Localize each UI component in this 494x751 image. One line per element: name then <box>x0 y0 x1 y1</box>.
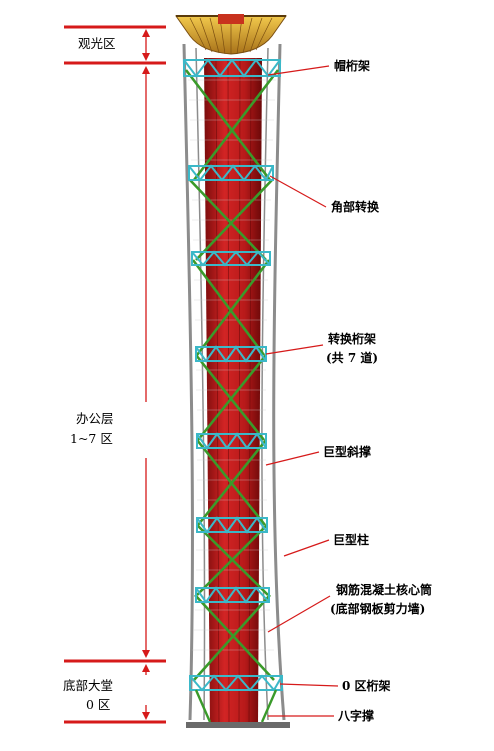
zone-label-lobby-line1: 底部大堂 <box>63 678 113 693</box>
zone0-truss <box>189 674 283 692</box>
callout-core-tube-line1: 钢筋混凝土核心筒 <box>336 582 432 597</box>
chevron-brace <box>194 689 278 723</box>
tower <box>175 14 290 728</box>
callout-transfer-truss-line2: (共 7 道) <box>326 350 378 365</box>
transfer-truss-5 <box>196 516 268 534</box>
callout-hat-truss: 帽桁架 <box>334 58 370 73</box>
mega-braces <box>184 69 280 681</box>
callout-mega-brace: 巨型斜撑 <box>323 444 371 459</box>
callout-zone0-truss: 0 区桁架 <box>342 678 391 693</box>
tower-base <box>186 722 290 728</box>
dimension-lines <box>64 25 166 724</box>
callout-core-tube-line2: (底部钢板剪力墙) <box>330 601 425 616</box>
callout-transfer-truss-line1: 转换桁架 <box>328 331 376 346</box>
transfer-truss-2 <box>191 250 271 267</box>
core-tube <box>204 58 262 725</box>
transfer-truss-6 <box>195 586 270 604</box>
zone-label-lobby-line2: 0 区 <box>86 697 110 712</box>
transfer-truss-4 <box>196 432 267 450</box>
zone-label-office-line2: 1~7 区 <box>70 431 113 446</box>
callout-chevron-brace: 八字撑 <box>337 708 374 723</box>
dimension-arrowheads <box>142 29 150 720</box>
callout-mega-column: 巨型柱 <box>333 532 369 547</box>
mega-columns <box>182 43 286 721</box>
zone-label-observation: 观光区 <box>78 36 116 51</box>
callout-leaders <box>265 65 339 717</box>
transfer-trusses <box>183 58 283 692</box>
callout-corner-transfer: 角部转换 <box>331 199 380 214</box>
hat-truss <box>183 58 281 78</box>
transfer-truss-1 <box>188 164 274 182</box>
zone-label-office-line1: 办公层 <box>76 411 114 426</box>
observation-crown <box>175 14 287 55</box>
